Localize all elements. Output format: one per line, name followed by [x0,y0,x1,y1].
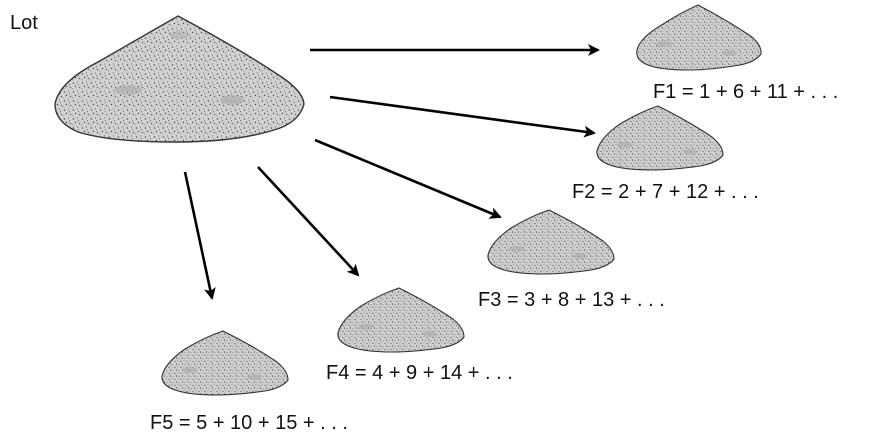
f3-pile [487,209,615,275]
f5-pile [161,330,289,396]
arrow-to-f4 [257,166,360,277]
lot-pile [54,15,305,143]
f2-label: F2 = 2 + 7 + 12 + . . . [572,181,759,203]
arrow-to-f3 [314,138,502,219]
lot-label: Lot [10,12,38,34]
f4-pile [337,287,465,353]
arrows [183,44,600,300]
arrow-to-f2 [329,95,596,138]
f3-label: F3 = 3 + 8 + 13 + . . . [478,289,665,311]
f1-pile [636,4,762,71]
arrow-to-f5 [183,171,216,300]
f5-label: F5 = 5 + 10 + 15 + . . . [150,412,348,434]
f4-label: F4 = 4 + 9 + 14 + . . . [326,362,513,384]
f2-pile [596,105,724,171]
f1-label: F1 = 1 + 6 + 11 + . . . [653,81,838,103]
